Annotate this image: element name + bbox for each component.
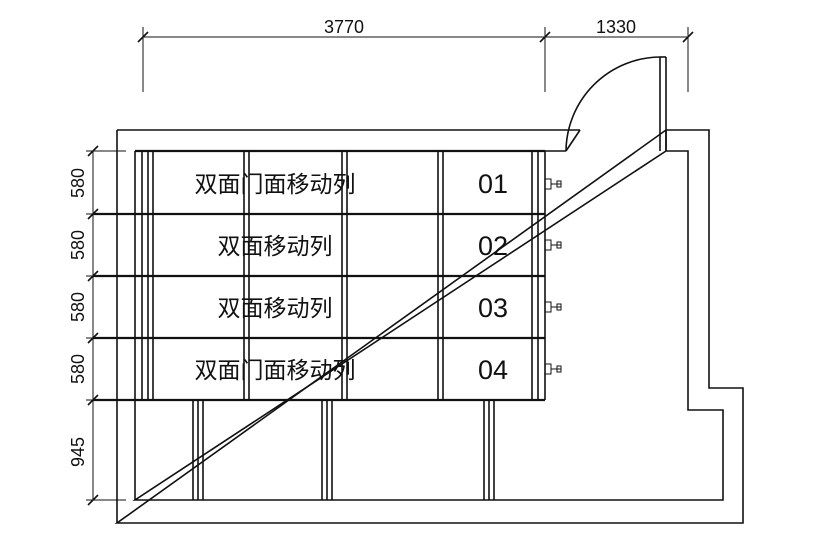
dim-width-door: 1330 [596, 17, 636, 37]
row-2-label: 双面移动列 [218, 234, 333, 260]
row-4-label: 双面门面移动列 [195, 358, 356, 384]
row-handles [544, 178, 562, 375]
handle-icon [544, 239, 562, 251]
row-1-label: 双面门面移动列 [195, 172, 356, 198]
dim-row-2: 580 [68, 230, 88, 260]
dim-row-3: 580 [68, 292, 88, 322]
door-swing [565, 56, 667, 152]
row-1-number: 01 [478, 169, 508, 199]
dim-row-4: 580 [68, 354, 88, 384]
handle-icon [544, 301, 562, 313]
row-4-number: 04 [478, 355, 508, 385]
row-3-label: 双面移动列 [218, 296, 333, 322]
shelving-block [93, 149, 546, 500]
row-3-number: 03 [478, 293, 508, 323]
handle-icon [544, 363, 562, 375]
dim-width-main: 3770 [324, 17, 364, 37]
handle-icon [544, 178, 562, 190]
dim-aisle: 945 [68, 437, 88, 467]
row-labels: 双面门面移动列 01 双面移动列 02 双面移动列 03 双面门面移动列 04 [195, 169, 509, 385]
dim-row-1: 580 [68, 168, 88, 198]
top-dimension: 3770 1330 [137, 17, 694, 92]
row-2-number: 02 [478, 231, 508, 261]
